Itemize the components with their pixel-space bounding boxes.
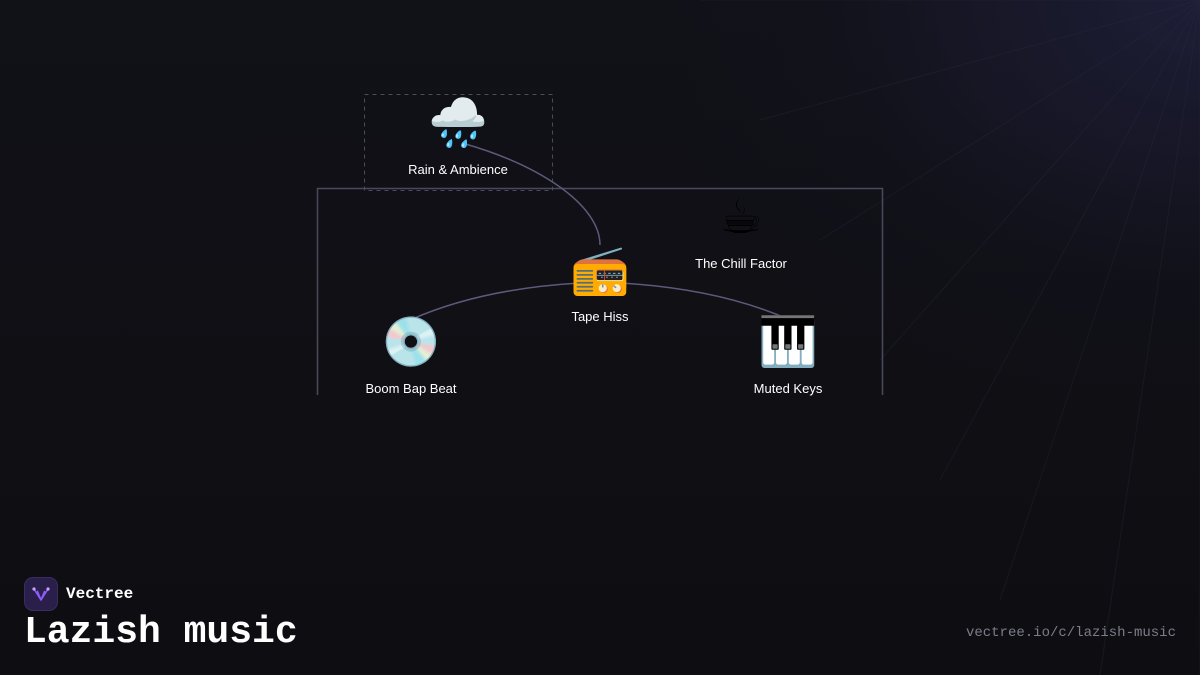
cd-disc-icon: 💿 xyxy=(381,314,441,370)
node-boom-bap-beat[interactable]: 💿 Boom Bap Beat xyxy=(331,313,491,397)
node-label: Muted Keys xyxy=(753,381,823,396)
page-title: Lazish music xyxy=(24,611,298,654)
brand-name: Vectree xyxy=(66,585,134,603)
node-rain-and-ambience[interactable]: 🌧️ Rain & Ambience xyxy=(378,94,538,178)
edge-tape-to-keys xyxy=(619,282,791,321)
node-label: Tape Hiss xyxy=(571,309,629,324)
node-label: Rain & Ambience xyxy=(408,162,508,177)
node-label: The Chill Factor xyxy=(695,256,787,271)
share-url[interactable]: vectree.io/c/lazish-music xyxy=(965,625,1176,641)
edge-tape-to-boom xyxy=(409,282,581,321)
edge-rain-to-tape xyxy=(461,142,601,246)
node-tape-hiss[interactable]: 📻 Tape Hiss xyxy=(520,241,680,325)
radio-icon: 📻 xyxy=(570,242,630,298)
node-muted-keys[interactable]: 🎹 Muted Keys xyxy=(708,313,868,397)
node-label: Boom Bap Beat xyxy=(365,381,457,396)
rain-cloud-icon: 🌧️ xyxy=(428,95,488,151)
node-the-chill-factor[interactable]: ☕ The Chill Factor xyxy=(661,188,821,272)
piano-keys-icon: 🎹 xyxy=(758,314,818,370)
rain-selection-box xyxy=(364,94,553,191)
vectree-logo-icon xyxy=(24,577,58,611)
group-frame xyxy=(316,187,884,395)
brand[interactable]: Vectree xyxy=(24,577,133,611)
coffee-cup-icon: ☕ xyxy=(719,189,763,245)
